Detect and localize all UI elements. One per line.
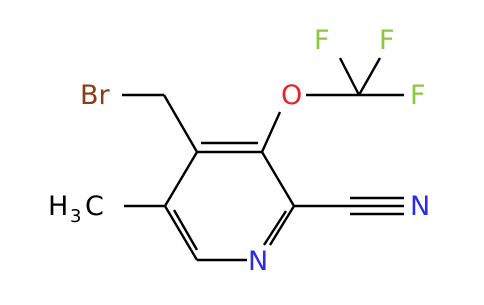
bromine-label: Br: [80, 80, 111, 111]
oxygen-label: O: [281, 80, 302, 111]
bond-c3-c2: [260, 151, 296, 207]
bonds: [122, 57, 404, 262]
bond-cf3-f-top-right: [357, 57, 382, 96]
bond-c3-o: [260, 111, 282, 153]
methyl-c-label: C: [85, 191, 104, 222]
fluorine-label-top-right: F: [379, 25, 395, 56]
bond-c2-n-inner: [262, 210, 288, 246]
bond-c2-n: [268, 205, 296, 246]
fluorine-label-top-left: F: [314, 25, 330, 56]
methyl-subscript-label: 3: [70, 206, 81, 227]
atom-labels: Br O F F F H 3 C N N: [48, 25, 430, 277]
ring-nitrogen-label: N: [248, 246, 268, 277]
bond-c6-c5: [163, 205, 199, 261]
bond-cf3-f-top-left: [338, 57, 361, 96]
bond-c5-c4: [163, 151, 199, 207]
fluorine-label-right: F: [410, 80, 426, 111]
bond-c6-c5-inner: [172, 209, 199, 251]
nitrile-nitrogen-label: N: [410, 191, 430, 222]
bond-c4-ch2: [162, 94, 199, 153]
methyl-h-label: H: [48, 191, 68, 222]
